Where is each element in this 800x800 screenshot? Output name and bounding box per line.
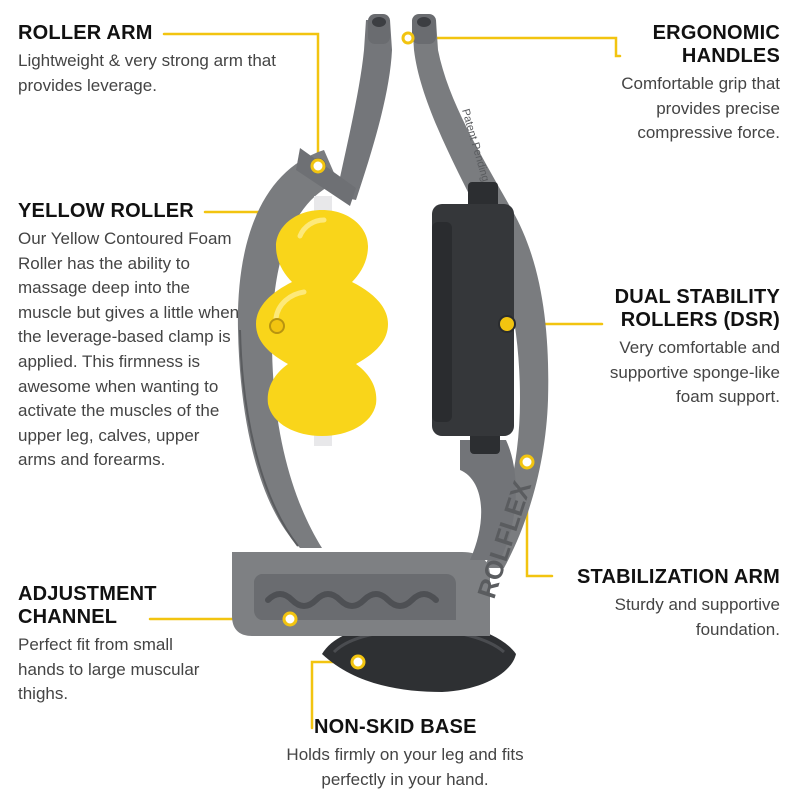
yellow-roller-marker bbox=[269, 318, 285, 334]
roller-arm-body: Lightweight & very strong arm that provi… bbox=[18, 51, 276, 95]
callout-dual-stability: DUAL STABILITY ROLLERS (DSR) Very comfor… bbox=[570, 286, 780, 410]
yellow-roller-body: Our Yellow Contoured Foam Roller has the… bbox=[18, 229, 240, 470]
yellow-roller bbox=[256, 210, 388, 436]
handle-marker bbox=[401, 31, 415, 45]
callout-yellow-roller: YELLOW ROLLER Our Yellow Contoured Foam … bbox=[18, 200, 240, 473]
dsr-marker bbox=[498, 315, 516, 333]
callout-roller-arm: ROLLER ARM Lightweight & very strong arm… bbox=[18, 22, 298, 98]
dual-stability-rollers bbox=[432, 182, 516, 454]
roller-arm-title: ROLLER ARM bbox=[18, 22, 153, 44]
base-marker bbox=[350, 654, 366, 670]
dual-stability-title: DUAL STABILITY ROLLERS (DSR) bbox=[614, 286, 780, 331]
arm-marker bbox=[310, 158, 326, 174]
callout-ergonomic-handles: ERGONOMIC HANDLES Comfortable grip that … bbox=[580, 22, 780, 146]
callout-adjustment-channel: ADJUSTMENT CHANNEL Perfect fit from smal… bbox=[18, 583, 218, 707]
device-frame: ROLFLEX Patent Pending bbox=[232, 14, 549, 636]
dual-stability-body: Very comfortable and supportive sponge-l… bbox=[609, 338, 780, 407]
leader-markers bbox=[282, 31, 535, 670]
stabilization-arm-title: STABILIZATION ARM bbox=[577, 566, 780, 588]
leader-roller-arm bbox=[162, 32, 320, 167]
callout-stabilization-arm: STABILIZATION ARM Sturdy and supportive … bbox=[550, 566, 780, 642]
adjustment-channel-body: Perfect fit from small hands to large mu… bbox=[18, 635, 200, 704]
non-skid-base-body: Holds firmly on your leg and fits perfec… bbox=[286, 745, 524, 789]
stabilization-marker bbox=[519, 454, 535, 470]
adjustment-channel-title: ADJUSTMENT CHANNEL bbox=[18, 583, 157, 628]
channel-marker bbox=[282, 611, 298, 627]
ergonomic-handles-title: ERGONOMIC HANDLES bbox=[652, 22, 780, 67]
leader-ergonomic-handles bbox=[410, 36, 622, 58]
non-skid-base-title: NON-SKID BASE bbox=[314, 716, 477, 738]
stabilization-arm-body: Sturdy and supportive foundation. bbox=[614, 595, 780, 639]
callout-non-skid-base: NON-SKID BASE Holds firmly on your leg a… bbox=[262, 716, 548, 792]
ergonomic-handles-body: Comfortable grip that provides precise c… bbox=[621, 74, 780, 143]
yellow-roller-title: YELLOW ROLLER bbox=[18, 200, 194, 222]
